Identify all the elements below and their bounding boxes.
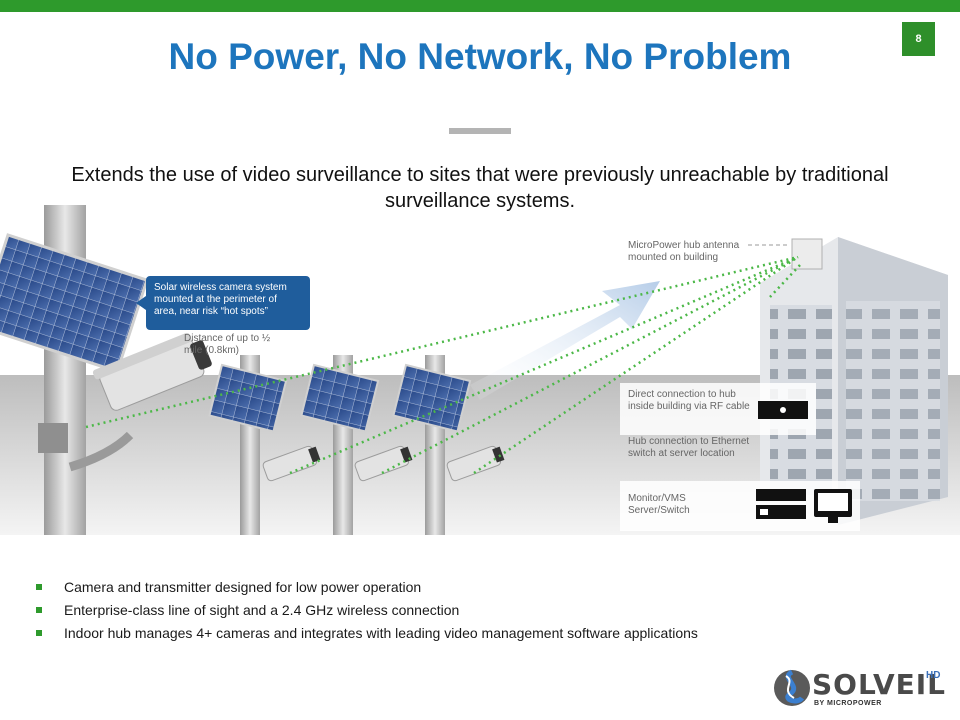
- title-divider: [449, 128, 511, 134]
- main-camera: [92, 332, 212, 411]
- monitor-icon: [814, 489, 852, 523]
- bullet-text: Enterprise-class line of sight and a 2.4…: [64, 602, 460, 618]
- main-camera-mount: [38, 423, 68, 453]
- hub-ethernet-label: Hub connection to Ethernet switch at ser…: [628, 436, 750, 459]
- monitor-label: Monitor/VMS Server/Switch: [628, 493, 690, 516]
- logo-wordmark: SOLVEIL: [812, 668, 947, 701]
- surveillance-illustration: [0, 205, 960, 535]
- bullet-square-icon: [36, 607, 42, 613]
- solveil-logo: SOLVEIL HD BY MICROPOWER: [770, 664, 950, 712]
- top-accent-bar: [0, 0, 960, 12]
- slide-subtitle: Extends the use of video surveillance to…: [71, 164, 889, 212]
- small-pole-3: [392, 355, 505, 535]
- wireless-links: [85, 255, 801, 475]
- camera-callout: Solar wireless camera system mounted at …: [136, 276, 310, 330]
- bullet-text: Camera and transmitter designed for low …: [64, 579, 422, 595]
- small-pole-1: [208, 355, 321, 535]
- bullet-item: Camera and transmitter designed for low …: [36, 576, 876, 599]
- bullet-item: Indoor hub manages 4+ cameras and integr…: [36, 622, 876, 645]
- bullet-text: Indoor hub manages 4+ cameras and integr…: [64, 625, 698, 641]
- slide-number-badge: 8: [902, 22, 935, 56]
- hub-antenna-label: MicroPower hub antenna mounted on buildi…: [628, 240, 740, 263]
- server-switch-icon: [756, 489, 806, 519]
- hub-antenna: [791, 238, 823, 270]
- bullet-item: Enterprise-class line of sight and a 2.4…: [36, 599, 876, 622]
- direct-connection-label: Direct connection to hub inside building…: [628, 389, 750, 412]
- main-camera-arm: [68, 431, 134, 472]
- slide-title: No Power, No Network, No Problem: [168, 36, 792, 77]
- swirl-logo-icon: [774, 669, 810, 706]
- logo-byline: BY MICROPOWER: [814, 700, 882, 707]
- main-solar-panel: [0, 233, 149, 374]
- bullet-square-icon: [36, 584, 42, 590]
- small-pole-2: [300, 355, 413, 535]
- signal-arrow: [470, 281, 660, 400]
- feature-bullets: Camera and transmitter designed for low …: [36, 576, 876, 645]
- logo-hd-suffix: HD: [926, 670, 941, 681]
- bullet-square-icon: [36, 630, 42, 636]
- distance-label: Distance of up to ½ mile (0.8km): [184, 333, 271, 356]
- rf-hub-led: [780, 407, 786, 413]
